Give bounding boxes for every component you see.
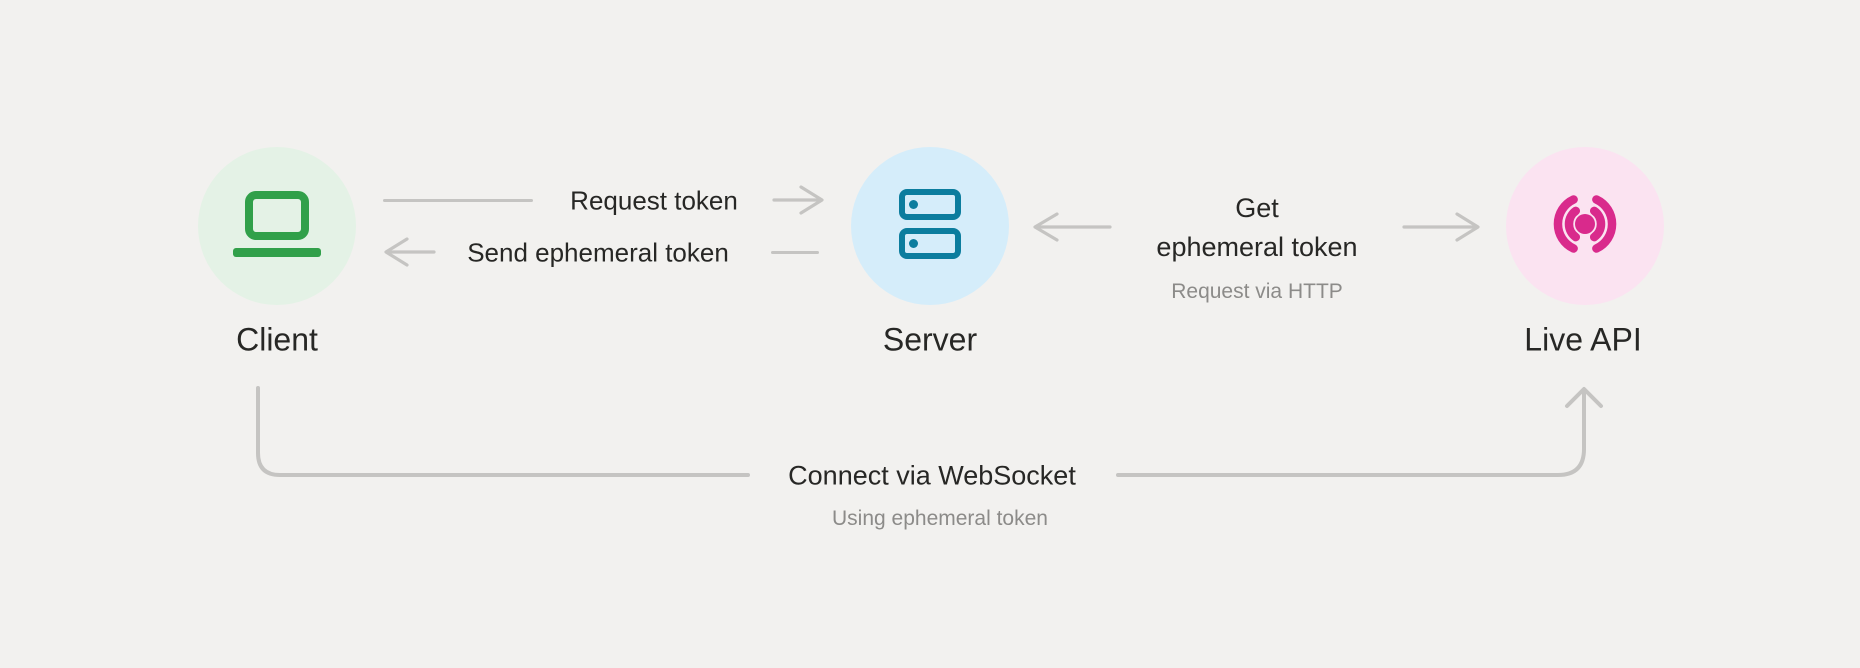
server-label: Server <box>882 321 978 358</box>
live-api-node <box>1506 147 1664 305</box>
arrow-left-icon <box>1033 212 1112 242</box>
client-node <box>198 147 356 305</box>
server-icon <box>899 188 961 264</box>
request-token-line <box>383 199 533 202</box>
using-ephemeral-token-sublabel: Using ephemeral token <box>832 507 1048 530</box>
arrow-right-icon <box>1402 212 1480 242</box>
request-token-label: Request token <box>570 185 738 216</box>
broadcast-icon <box>1543 194 1627 259</box>
get-ephemeral-token-label: Get ephemeral token <box>1156 193 1358 262</box>
send-ephemeral-token-label: Send ephemeral token <box>467 237 729 268</box>
connect-websocket-label: Connect via WebSocket <box>788 460 1076 491</box>
arrow-up-head-icon <box>1565 387 1603 408</box>
request-via-http-sublabel: Request via HTTP <box>1171 280 1343 303</box>
laptop-icon <box>233 190 321 262</box>
server-node <box>851 147 1009 305</box>
arrow-right-icon <box>772 185 824 215</box>
live-api-label: Live API <box>1524 321 1642 358</box>
arrow-left-icon <box>384 237 436 267</box>
send-ephemeral-token-line <box>771 251 819 254</box>
client-label: Client <box>236 321 318 358</box>
